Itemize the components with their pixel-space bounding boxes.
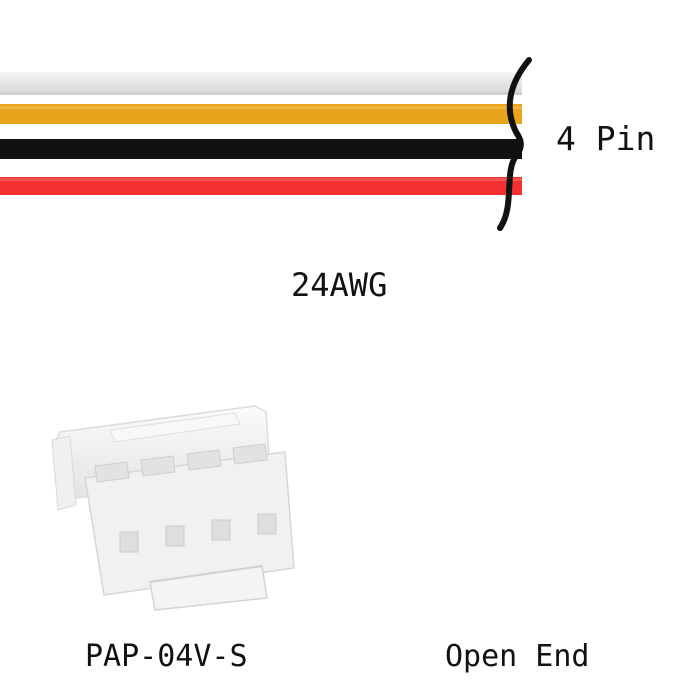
top-cavity	[232, 443, 268, 465]
white-wire	[0, 72, 522, 92]
connector-latch	[109, 412, 241, 443]
open-end-label: Open End	[445, 639, 590, 674]
connector-bottom-tab-edge	[149, 565, 263, 583]
connector-side-tab	[51, 435, 77, 511]
pin-cavity	[211, 519, 231, 541]
curly-brace-icon	[497, 57, 532, 231]
top-cavity	[140, 455, 176, 477]
top-cavity	[186, 449, 222, 471]
yellow-wire-highlight	[0, 106, 522, 109]
connector-part-label: PAP-04V-S	[85, 639, 248, 674]
top-cavity	[94, 461, 130, 483]
red-wire-highlight	[0, 178, 522, 181]
wire-gauge-label: 24AWG	[291, 266, 388, 304]
pin-cavity	[119, 531, 139, 553]
red-wire	[0, 177, 522, 195]
pin-count-label: 4 Pin	[556, 119, 656, 158]
connector-pin-cavities	[94, 443, 277, 553]
pin-cavity	[257, 513, 277, 535]
connector-illustration	[51, 405, 295, 611]
pin-cavity	[165, 525, 185, 547]
black-wire	[0, 139, 522, 159]
white-wire-shadow	[0, 92, 522, 95]
ribbon-cable	[0, 72, 522, 195]
